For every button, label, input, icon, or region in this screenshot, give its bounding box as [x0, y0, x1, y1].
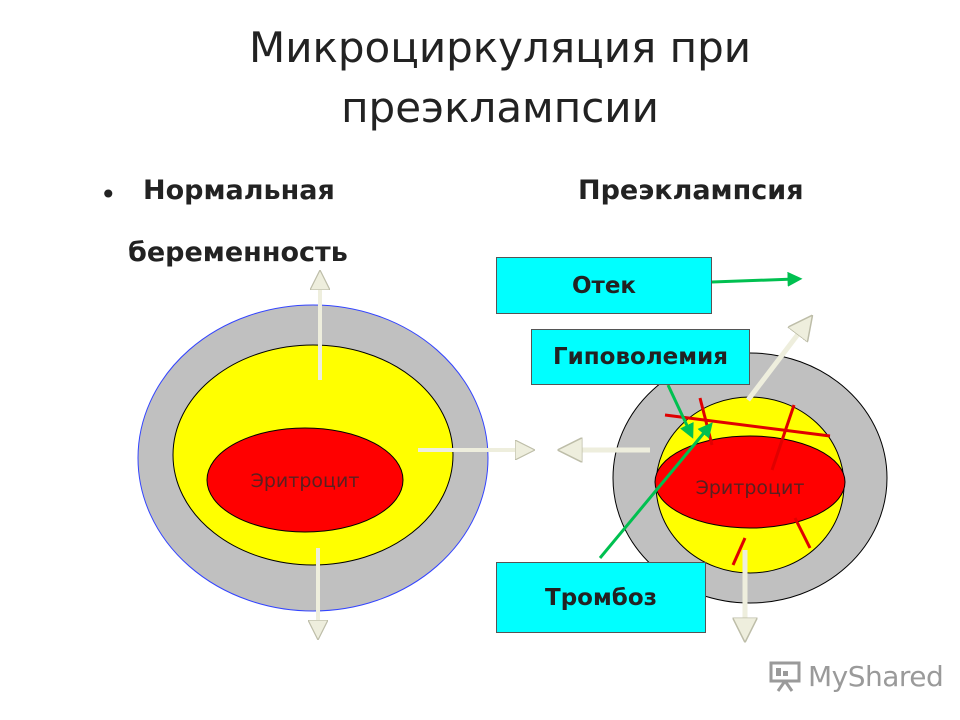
normal-pregnancy-label-line2: беременность [128, 237, 348, 268]
hypovolemia-arrow [666, 384, 694, 439]
normal-erythrocyte [206, 427, 404, 533]
preeclampsia-vessel [570, 271, 888, 630]
normal-erythrocyte-label: Эритроцит [251, 470, 360, 492]
thrombosis-arrow [598, 422, 713, 559]
pre-arrow-up-right [746, 325, 805, 402]
page-title: Микроциркуляция при преэклампсии [248, 23, 752, 132]
fibrin-strand [770, 404, 796, 471]
bullet-marker: • [100, 178, 117, 211]
edema-arrow [711, 271, 803, 287]
thrombosis-box: Тромбоз [496, 562, 706, 633]
normal-vessel [137, 280, 525, 630]
presentation-board-icon [769, 661, 801, 692]
myshared-logo: MyShared [768, 656, 944, 696]
fibrin-strand [664, 413, 831, 438]
fibrin-strand [793, 517, 812, 549]
pre-erythrocyte-label: Эритроцит [696, 477, 805, 499]
pre-erythrocyte [654, 435, 846, 529]
hypovolemia-box: Гиповолемия [531, 329, 750, 385]
edema-box: Отек [496, 257, 712, 314]
normal-pregnancy-label-line1: Нормальная [143, 175, 335, 206]
logo-text: MyShared [808, 659, 944, 693]
preeclampsia-label: Преэклампсия [578, 175, 804, 206]
fibrin-strand [731, 537, 747, 566]
